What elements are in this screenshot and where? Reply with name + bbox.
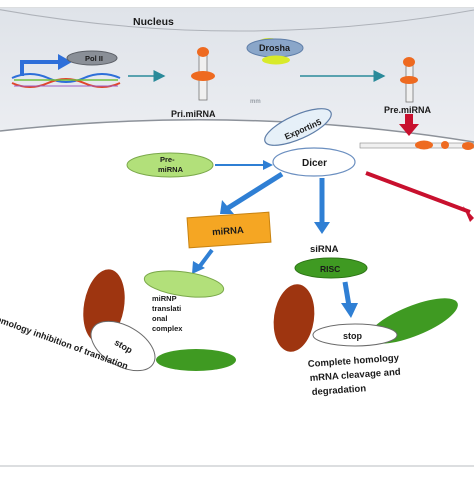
pri-mirna-label: Pri.miRNA: [171, 109, 216, 119]
promoter-arrowhead-icon: [58, 54, 72, 70]
pol2-ellipse: [66, 50, 118, 66]
drosha-label: Drosha: [259, 43, 291, 53]
dicer-ellipse: [272, 147, 356, 177]
dicer-red-arrow: [365, 171, 471, 214]
dicer-to-mirna-arrowhead-icon: [220, 200, 234, 214]
dna-strand: [11, 73, 121, 88]
complete-homology-line3: degradation: [311, 383, 366, 398]
risc-label: RISC: [320, 264, 340, 274]
mrna-stop-ellipse-right: [312, 323, 398, 347]
pol2-label: Pol II: [85, 54, 103, 63]
nucleus-label: Nucleus: [133, 16, 174, 28]
mirna-box: [186, 211, 272, 249]
pre-mirna-hairpin-icon: [400, 57, 418, 103]
pre-mirna-cyto-line2: miRNA: [158, 165, 184, 174]
mirnp-complex-ellipse: [143, 270, 225, 298]
promoter-arrow-icon: [20, 60, 60, 76]
ribosome-large-right: [273, 284, 315, 352]
exported-pre-mirna-icon: [359, 140, 474, 150]
dicer-to-sirna-arrowhead-icon: [314, 222, 330, 234]
mirna-label: miRNA: [212, 225, 244, 238]
faint-mark: mm: [250, 99, 261, 105]
sirna-label: siRNA: [310, 244, 339, 255]
pri-mirna-hairpin-icon: [191, 47, 215, 101]
pre-mirna-cyto-line1: Pre-: [160, 155, 175, 164]
dicer-to-mirna-arrow: [226, 171, 284, 211]
mrna-stop-ellipse-left: [90, 320, 156, 372]
pre-mirna-nuclear-label: Pre.miRNA: [384, 105, 432, 115]
drosha-bottom-ellipse: [262, 55, 290, 65]
dicer-label: Dicer: [302, 158, 327, 169]
stop-right-label: stop: [343, 331, 363, 341]
mirnp-line3: onal: [152, 314, 167, 323]
pre-mirna-cyto-ellipse: [126, 152, 214, 178]
nucleus-region: [0, 8, 474, 142]
mirnp-line1: miRNP: [152, 294, 177, 303]
mirna-to-mirnp-arrow: [198, 248, 214, 268]
ribosome-small-left: [156, 349, 236, 371]
dicer-red-arrowhead-icon: [463, 206, 474, 222]
nucleus-inner-curve: [0, 9, 474, 32]
mirna-to-mirnp-arrowhead-icon: [192, 261, 205, 274]
mirnp-line2: translati: [152, 304, 181, 313]
export-arrow-icon: [399, 114, 419, 136]
risc-ellipse: [294, 257, 368, 279]
risc-to-stop-arrowhead-icon: [341, 303, 358, 318]
risc-to-stop-arrow: [342, 281, 352, 307]
exportin5-ellipse: [264, 108, 332, 146]
pre-to-dicer-arrowhead-icon: [263, 160, 273, 170]
mirnp-line4: complex: [152, 324, 183, 333]
